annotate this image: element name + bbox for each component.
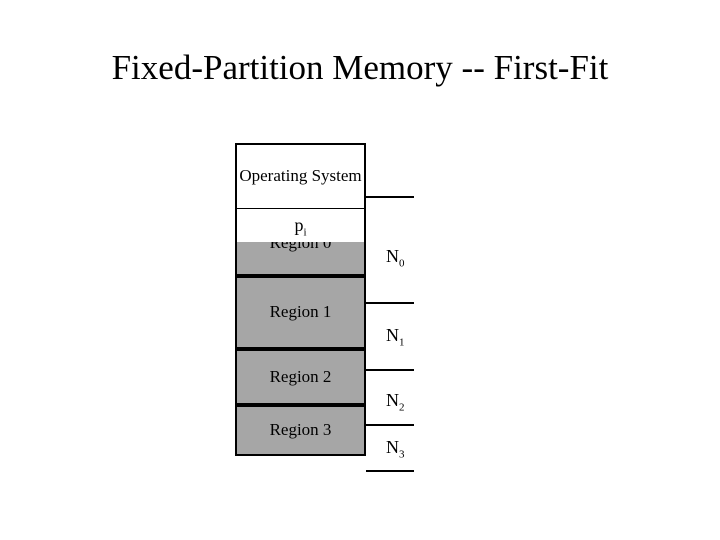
memory-block-label: Region 1 (269, 302, 332, 322)
size-label-n2: N2 (386, 390, 405, 414)
size-label-n0: N0 (386, 246, 405, 270)
tick-line-bottom (366, 470, 414, 472)
process-label-base: p (294, 215, 304, 235)
process-label-mask (237, 209, 364, 242)
memory-block-region-2: Region 2 (235, 349, 366, 405)
size-label-subscript: 3 (399, 448, 405, 461)
memory-block-label: Operating System (239, 166, 362, 186)
size-label-base: N (386, 437, 399, 457)
size-label-n1: N1 (386, 325, 405, 349)
tick-line-top (366, 196, 414, 198)
tick-line-n2-n3 (366, 424, 414, 426)
process-label-subscript: i (303, 226, 307, 239)
size-label-subscript: 0 (399, 257, 405, 270)
tick-line-n1-n2 (366, 369, 414, 371)
size-label-n3: N3 (386, 437, 405, 461)
memory-block-label: Region 3 (269, 420, 332, 440)
page-title: Fixed-Partition Memory -- First-Fit (111, 48, 609, 87)
memory-block-region-1: Region 1 (235, 276, 366, 349)
size-label-subscript: 2 (399, 401, 405, 414)
size-label-base: N (386, 390, 399, 410)
memory-block-region-3: Region 3 (235, 405, 366, 456)
process-label-pi: pi (235, 215, 366, 239)
memory-block-label: Region 2 (269, 366, 332, 386)
tick-line-n0-n1 (366, 302, 414, 304)
memory-block-operating-system: Operating System (235, 143, 366, 210)
size-label-base: N (386, 325, 399, 345)
size-label-subscript: 1 (399, 336, 405, 349)
size-label-base: N (386, 246, 399, 266)
